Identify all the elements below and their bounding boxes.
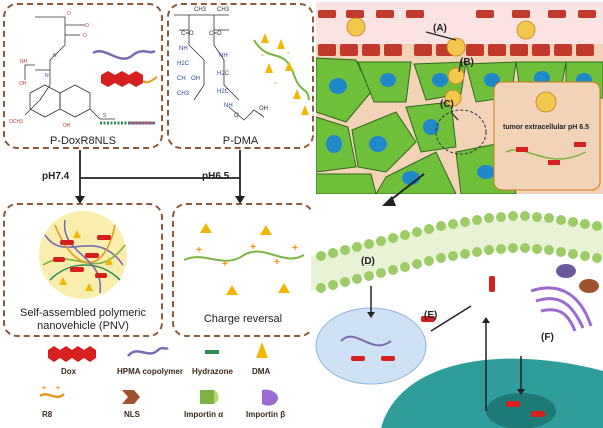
- svg-text:+: +: [196, 245, 202, 256]
- hydrazone-symbol: [205, 350, 219, 354]
- svg-text:CH: CH: [177, 76, 186, 82]
- svg-text:+: +: [274, 257, 280, 268]
- legend-hpma: HPMA copolymer: [117, 367, 183, 376]
- svg-text:C=O: C=O: [209, 31, 222, 37]
- svg-text:H2C: H2C: [177, 61, 190, 67]
- step-b-label: (B): [460, 57, 474, 68]
- legend-nls: NLS: [124, 410, 140, 419]
- step-f-label: (F): [541, 332, 554, 343]
- svg-text:OH: OH: [191, 76, 200, 82]
- legend-dma: DMA: [252, 367, 271, 376]
- step-a-label: (A): [433, 23, 447, 34]
- svg-text:-: -: [261, 50, 264, 59]
- svg-text:+: +: [222, 259, 228, 270]
- svg-text:OH: OH: [19, 81, 27, 87]
- svg-text:+: +: [42, 385, 46, 392]
- svg-text:H2C: H2C: [217, 89, 230, 95]
- p-dma-label: P-DMA: [222, 135, 259, 147]
- svg-text:OH: OH: [259, 106, 268, 112]
- svg-text:O: O: [85, 23, 89, 29]
- svg-text:NH: NH: [219, 53, 228, 59]
- legend-symbols: ++: [39, 342, 278, 406]
- step-c-label: (C): [440, 99, 454, 110]
- step-e-label: (E): [424, 310, 438, 321]
- pnv-label-text: Self-assembled polymeric nanovehicle (PN…: [20, 307, 146, 332]
- dma-symbol: [256, 342, 268, 358]
- svg-text:+: +: [56, 385, 60, 392]
- tumor-tissue-illustration: [316, 2, 603, 194]
- nls-symbol: [122, 390, 140, 404]
- importin-b-symbol: [262, 389, 278, 406]
- p-doxr8nls-label: P-DoxR8NLS: [49, 135, 117, 147]
- svg-text:OH: OH: [63, 123, 71, 129]
- svg-text:O: O: [67, 11, 71, 17]
- legend-r8: R8: [42, 410, 53, 419]
- svg-text:NH: NH: [224, 103, 233, 109]
- dox-symbol: [48, 346, 96, 362]
- ph74-label: pH7.4: [42, 171, 70, 182]
- svg-text:CH3: CH3: [194, 7, 207, 13]
- svg-text:+: +: [250, 242, 256, 253]
- charge-reversal-panel: + + + + + Charge reversal: [172, 203, 314, 337]
- charge-reversal-illustration: + + + + +: [183, 223, 305, 295]
- pnv-label: Self-assembled polymeric nanovehicle (PN…: [5, 307, 161, 333]
- panel-arrows: [75, 150, 245, 204]
- svg-text:NH: NH: [20, 59, 28, 65]
- svg-text:CH3: CH3: [177, 91, 190, 97]
- step-d-label: (D): [361, 256, 375, 267]
- cell-uptake-illustration: [311, 196, 603, 428]
- svg-text:-: -: [287, 48, 290, 57]
- svg-text:-: -: [274, 78, 277, 87]
- svg-text:O: O: [234, 113, 239, 119]
- legend-importin-a: Importin α: [184, 410, 224, 419]
- pnv-panel: Self-assembled polymeric nanovehicle (PN…: [3, 203, 163, 337]
- svg-text:H2C: H2C: [217, 71, 230, 77]
- zoom-arrow: [382, 173, 425, 206]
- svg-text:N: N: [45, 73, 49, 79]
- svg-text:S: S: [103, 113, 107, 119]
- svg-text:+: +: [292, 243, 298, 254]
- charge-reversal-label: Charge reversal: [203, 313, 283, 325]
- pnv-nanovehicle: [39, 211, 127, 299]
- legend-hydrazone: Hydrazone: [192, 367, 233, 376]
- r8-symbol: [39, 393, 65, 399]
- svg-text:CH3: CH3: [217, 7, 230, 13]
- svg-text:N: N: [53, 53, 57, 59]
- svg-text:NH: NH: [179, 46, 188, 52]
- importin-a-symbol: [200, 390, 214, 404]
- svg-text:OCH3: OCH3: [9, 119, 23, 125]
- legend-importin-b: Importin β: [246, 410, 286, 419]
- svg-text:O: O: [83, 33, 87, 39]
- hpma-symbol: [127, 346, 169, 357]
- legend-dox: Dox: [61, 367, 77, 376]
- inset-label: tumor extracellular pH 6.5: [503, 124, 589, 131]
- svg-text:C=O: C=O: [181, 31, 194, 37]
- ph65-label: pH6.5: [202, 171, 230, 182]
